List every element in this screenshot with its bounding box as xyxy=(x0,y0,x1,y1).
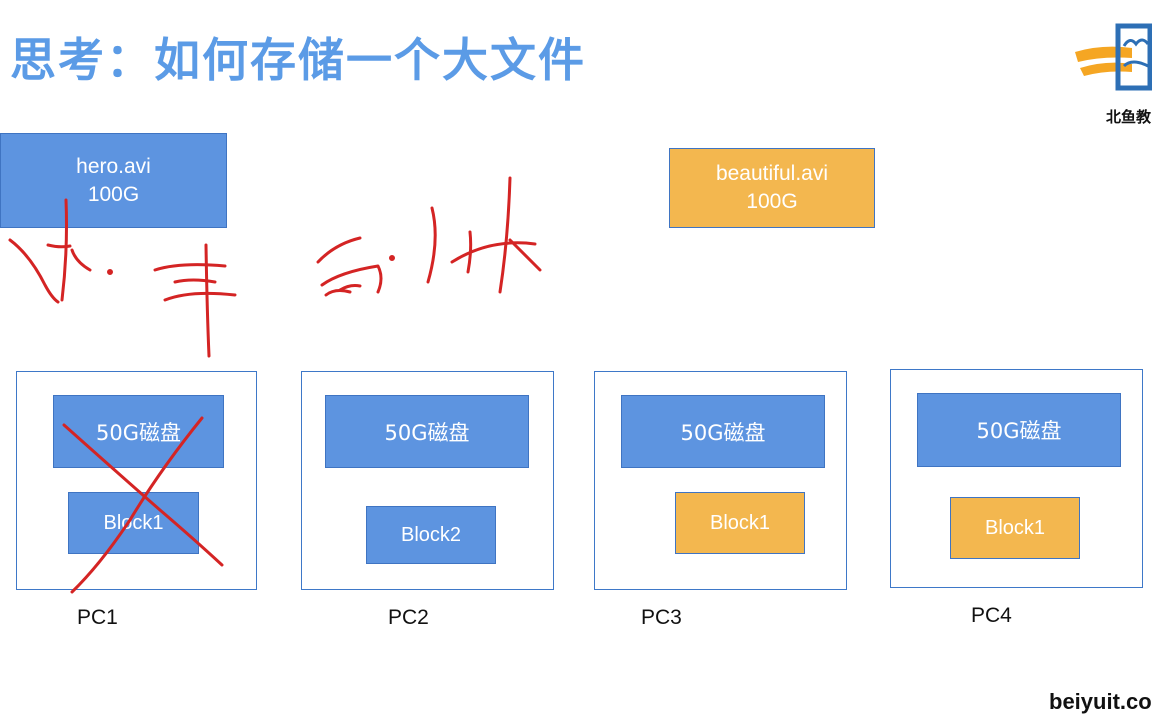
ink-stroke xyxy=(316,236,362,264)
pc2-block: Block2 xyxy=(366,506,496,564)
file-size: 100G xyxy=(87,182,140,206)
ink-stroke xyxy=(46,243,72,249)
ink-stroke xyxy=(153,263,227,272)
pc3-disk: 50G磁盘 xyxy=(621,395,825,468)
logo xyxy=(1072,22,1152,102)
file-name: beautiful.avi xyxy=(715,162,829,185)
pc4-block: Block1 xyxy=(950,497,1080,559)
ink-stroke xyxy=(508,238,542,272)
logo-text: 北鱼教 xyxy=(1106,108,1152,126)
ink-stroke xyxy=(324,289,352,297)
pc2-label: PC2 xyxy=(388,606,429,629)
ink-stroke xyxy=(338,284,362,292)
ink-stroke xyxy=(204,243,211,358)
pc1-label: PC1 xyxy=(77,606,118,629)
pc3-block: Block1 xyxy=(675,492,805,554)
ink-dot xyxy=(107,269,113,275)
ink-stroke xyxy=(70,248,92,272)
ink-stroke xyxy=(426,206,437,284)
file-hero-box: hero.avi 100G xyxy=(0,133,227,228)
ink-stroke xyxy=(163,291,237,302)
logo-icon xyxy=(1075,23,1152,91)
footer-watermark: beiyuit.co xyxy=(1049,689,1152,714)
ink-stroke xyxy=(173,278,217,284)
pc4-disk: 50G磁盘 xyxy=(917,393,1121,467)
file-name: hero.avi xyxy=(76,154,151,178)
pc4-label: PC4 xyxy=(971,604,1012,627)
pc2-disk: 50G磁盘 xyxy=(325,395,529,468)
ink-dot xyxy=(389,255,395,261)
ink-stroke xyxy=(8,238,60,304)
pc1-disk: 50G磁盘 xyxy=(53,395,224,468)
ink-stroke xyxy=(466,230,473,274)
file-size: 100G xyxy=(746,190,798,213)
ink-stroke xyxy=(320,264,383,294)
pc3-label: PC3 xyxy=(641,606,682,629)
page-title: 思考：如何存储一个大文件 xyxy=(10,33,586,87)
pc1-block: Block1 xyxy=(68,492,199,554)
file-beautiful-box: beautiful.avi 100G xyxy=(669,148,875,228)
ink-stroke xyxy=(498,176,512,294)
ink-stroke xyxy=(450,241,537,264)
